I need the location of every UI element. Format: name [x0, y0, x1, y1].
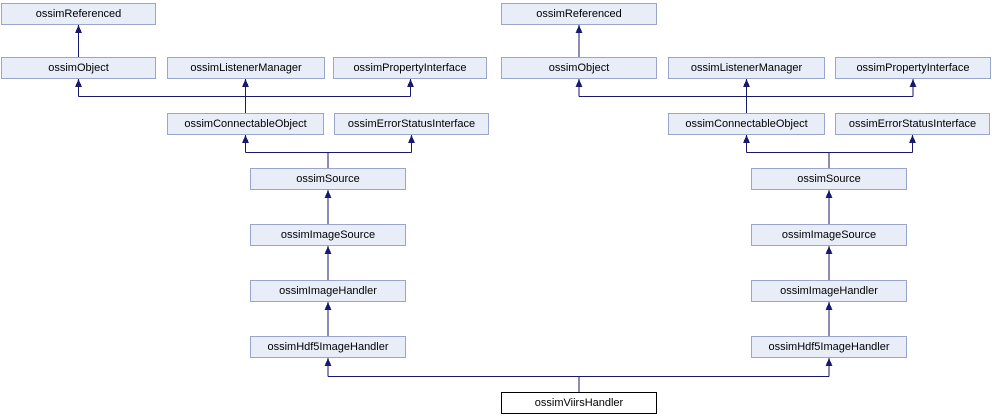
class-node-right-ossimPropertyInterface[interactable]: ossimPropertyInterface	[835, 57, 991, 79]
arrow-up-icon	[324, 302, 332, 310]
arrow-up-icon	[825, 190, 833, 198]
class-node-label: ossimImageSource	[781, 229, 877, 241]
class-node-right-ossimSource[interactable]: ossimSource	[751, 168, 907, 190]
class-node-left-ossimImageHandler[interactable]: ossimImageHandler	[250, 280, 406, 302]
arrow-up-icon	[743, 135, 750, 143]
class-node-label: ossimImageHandler	[780, 285, 878, 297]
class-node-ossimViirsHandler: ossimViirsHandler	[501, 392, 657, 414]
arrow-up-icon	[324, 246, 332, 254]
class-node-left-ossimHdf5ImageHandler[interactable]: ossimHdf5ImageHandler	[250, 336, 406, 358]
class-node-label: ossimViirsHandler	[534, 397, 624, 409]
class-node-label: ossimSource	[296, 173, 360, 185]
arrow-up-icon	[825, 246, 833, 254]
class-node-label: ossimErrorStatusInterface	[347, 118, 476, 130]
class-node-label: ossimConnectableObject	[184, 118, 307, 130]
class-node-label: ossimReferenced	[536, 8, 622, 20]
class-node-label: ossimListenerManager	[190, 62, 302, 74]
class-node-right-ossimObject[interactable]: ossimObject	[501, 57, 657, 79]
class-node-label: ossimPropertyInterface	[353, 62, 467, 74]
class-node-right-ossimErrorStatusInterface[interactable]: ossimErrorStatusInterface	[835, 113, 990, 135]
class-node-label: ossimSource	[797, 173, 861, 185]
class-node-label: ossimObject	[48, 62, 109, 74]
class-node-right-ossimImageSource[interactable]: ossimImageSource	[751, 224, 907, 246]
class-node-left-ossimPropertyInterface[interactable]: ossimPropertyInterface	[333, 57, 487, 79]
class-node-right-ossimListenerManager[interactable]: ossimListenerManager	[668, 57, 825, 79]
arrow-up-icon	[75, 25, 82, 33]
class-node-right-ossimHdf5ImageHandler[interactable]: ossimHdf5ImageHandler	[751, 336, 907, 358]
class-node-label: ossimConnectableObject	[685, 118, 808, 130]
class-node-label: ossimErrorStatusInterface	[848, 118, 977, 130]
class-node-right-ossimReferenced[interactable]: ossimReferenced	[501, 3, 657, 25]
class-node-label: ossimImageSource	[280, 229, 376, 241]
arrow-up-icon	[825, 302, 833, 310]
arrow-up-icon	[825, 358, 833, 366]
arrow-up-icon	[909, 79, 917, 87]
class-node-label: ossimPropertyInterface	[856, 62, 970, 74]
class-node-right-ossimConnectableObject[interactable]: ossimConnectableObject	[668, 113, 825, 135]
class-node-label: ossimHdf5ImageHandler	[267, 341, 389, 353]
arrow-up-icon	[324, 190, 332, 198]
class-node-label: ossimListenerManager	[690, 62, 803, 74]
arrow-up-icon	[324, 358, 332, 366]
class-node-left-ossimReferenced[interactable]: ossimReferenced	[1, 3, 156, 25]
class-node-right-ossimImageHandler[interactable]: ossimImageHandler	[751, 280, 907, 302]
class-node-label: ossimObject	[548, 62, 610, 74]
arrow-up-icon	[575, 25, 583, 33]
arrow-up-icon	[743, 79, 750, 87]
arrow-up-icon	[407, 79, 414, 87]
class-node-left-ossimListenerManager[interactable]: ossimListenerManager	[167, 57, 325, 79]
arrow-up-icon	[575, 79, 583, 87]
arrow-up-icon	[408, 135, 415, 143]
class-node-left-ossimObject[interactable]: ossimObject	[1, 57, 156, 79]
class-node-left-ossimErrorStatusInterface[interactable]: ossimErrorStatusInterface	[334, 113, 489, 135]
class-node-left-ossimImageSource[interactable]: ossimImageSource	[250, 224, 406, 246]
class-node-left-ossimSource[interactable]: ossimSource	[250, 168, 406, 190]
class-node-label: ossimHdf5ImageHandler	[768, 341, 890, 353]
class-node-label: ossimReferenced	[35, 8, 122, 20]
class-node-label: ossimImageHandler	[279, 285, 377, 297]
arrow-up-icon	[242, 135, 249, 143]
arrow-up-icon	[75, 79, 82, 87]
arrow-up-icon	[242, 79, 249, 87]
class-node-left-ossimConnectableObject[interactable]: ossimConnectableObject	[167, 113, 324, 135]
arrow-up-icon	[909, 135, 916, 143]
